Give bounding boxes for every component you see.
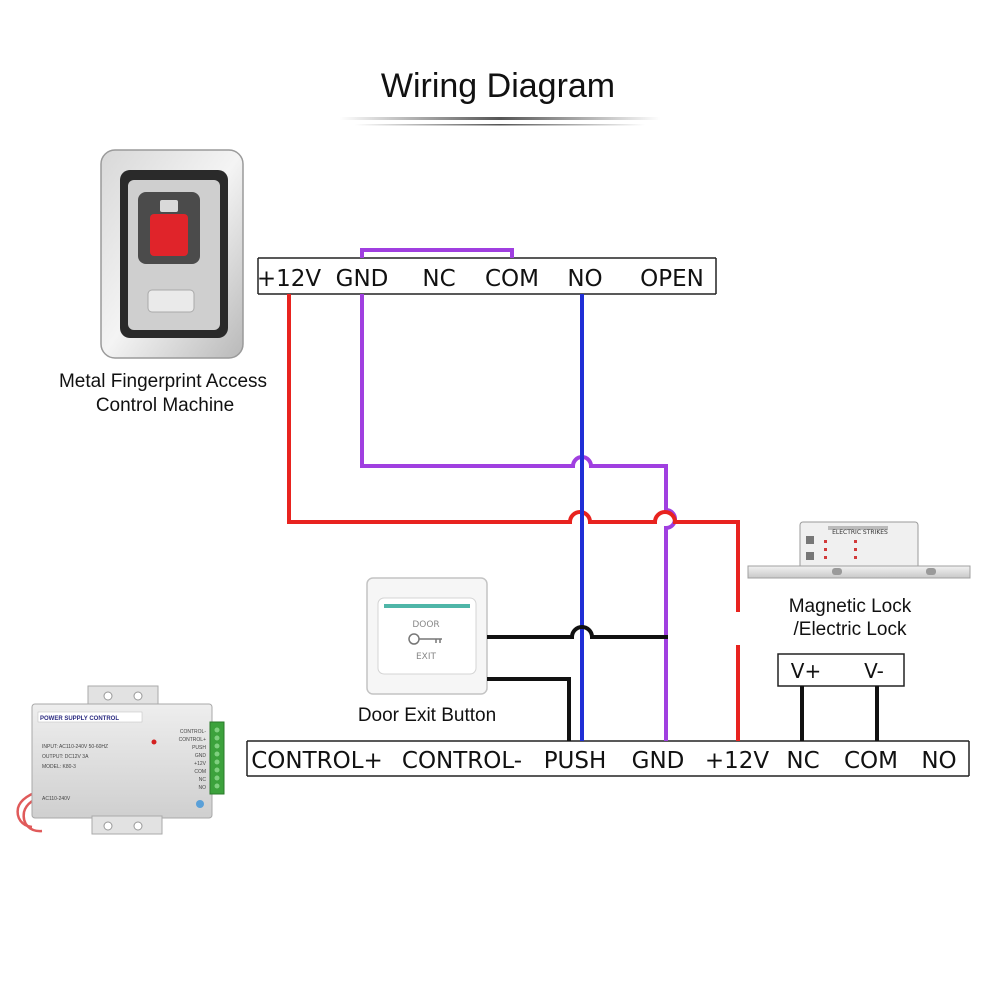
exit-button-face-top: DOOR <box>412 620 439 630</box>
terminal-com-top: COM <box>485 266 539 292</box>
lock-caption-line1: Magnetic Lock <box>789 596 912 617</box>
lock-terminal-block <box>777 653 905 687</box>
psu-side-label: CONTROL+ <box>179 737 206 743</box>
psu-terminal-strip <box>246 740 970 777</box>
fingerprint-caption-line2: Control Machine <box>96 395 234 416</box>
strike-plate-label: ELECTRIC STRIKES <box>832 529 888 536</box>
terminal-control-minus: CONTROL- <box>402 748 522 774</box>
terminal-gnd-top: GND <box>336 266 389 292</box>
psu-side-label: +12V <box>194 761 206 767</box>
terminal-control-plus: CONTROL+ <box>251 748 383 774</box>
terminal-open-top: OPEN <box>640 266 704 292</box>
electric-strike-icon <box>747 521 971 579</box>
power-supply-icon <box>16 685 225 835</box>
lock-terminal-vminus: V- <box>864 659 884 683</box>
psu-label-output: OUTPUT: DC12V 3A <box>42 754 89 760</box>
psu-side-label: NC <box>199 777 207 783</box>
terminal-12v-top: +12V <box>257 266 322 292</box>
wire-exit-button-gnd <box>487 625 668 639</box>
lock-caption-line2: /Electric Lock <box>794 619 907 640</box>
fingerprint-device-icon <box>100 149 244 359</box>
psu-side-label: COM <box>194 769 206 775</box>
door-exit-button-icon <box>366 577 488 695</box>
fingerprint-terminal-strip <box>257 257 717 295</box>
psu-label-header: POWER SUPPLY CONTROL <box>40 716 119 722</box>
psu-label-model: MODEL: K80-3 <box>42 764 76 770</box>
psu-side-label: GND <box>195 753 207 759</box>
terminal-push: PUSH <box>544 748 607 774</box>
exit-button-caption: Door Exit Button <box>358 705 496 726</box>
terminal-no-top: NO <box>567 266 602 292</box>
psu-side-label: NO <box>199 785 207 791</box>
terminal-nc-top: NC <box>422 266 455 292</box>
psu-label-bottom: AC110-240V <box>42 796 71 802</box>
wire-12v <box>287 294 740 612</box>
terminal-nc-bottom: NC <box>786 748 819 774</box>
exit-button-face-bottom: EXIT <box>416 652 437 662</box>
psu-label-input: INPUT: AC110-240V 50-60HZ <box>42 744 108 750</box>
title-underline <box>340 117 660 120</box>
terminal-com-bottom: COM <box>844 748 898 774</box>
wire-exit-button-push <box>487 677 571 741</box>
fingerprint-caption-line1: Metal Fingerprint Access <box>59 371 267 392</box>
terminal-no-bottom: NO <box>921 748 956 774</box>
title-underline-thin <box>355 124 645 126</box>
wire-gnd-com-bridge <box>360 248 514 258</box>
terminal-12v-bottom: +12V <box>705 748 770 774</box>
lock-terminal-vplus: V+ <box>791 659 821 683</box>
diagram-title: Wiring Diagram <box>381 67 615 105</box>
wire-gnd <box>360 294 677 741</box>
terminal-gnd-bottom: GND <box>632 748 685 774</box>
psu-side-label: CONTROL- <box>180 729 206 735</box>
psu-side-labels: CONTROL- CONTROL+ PUSH GND +12V COM NC N… <box>179 729 207 791</box>
psu-side-label: PUSH <box>192 745 206 751</box>
